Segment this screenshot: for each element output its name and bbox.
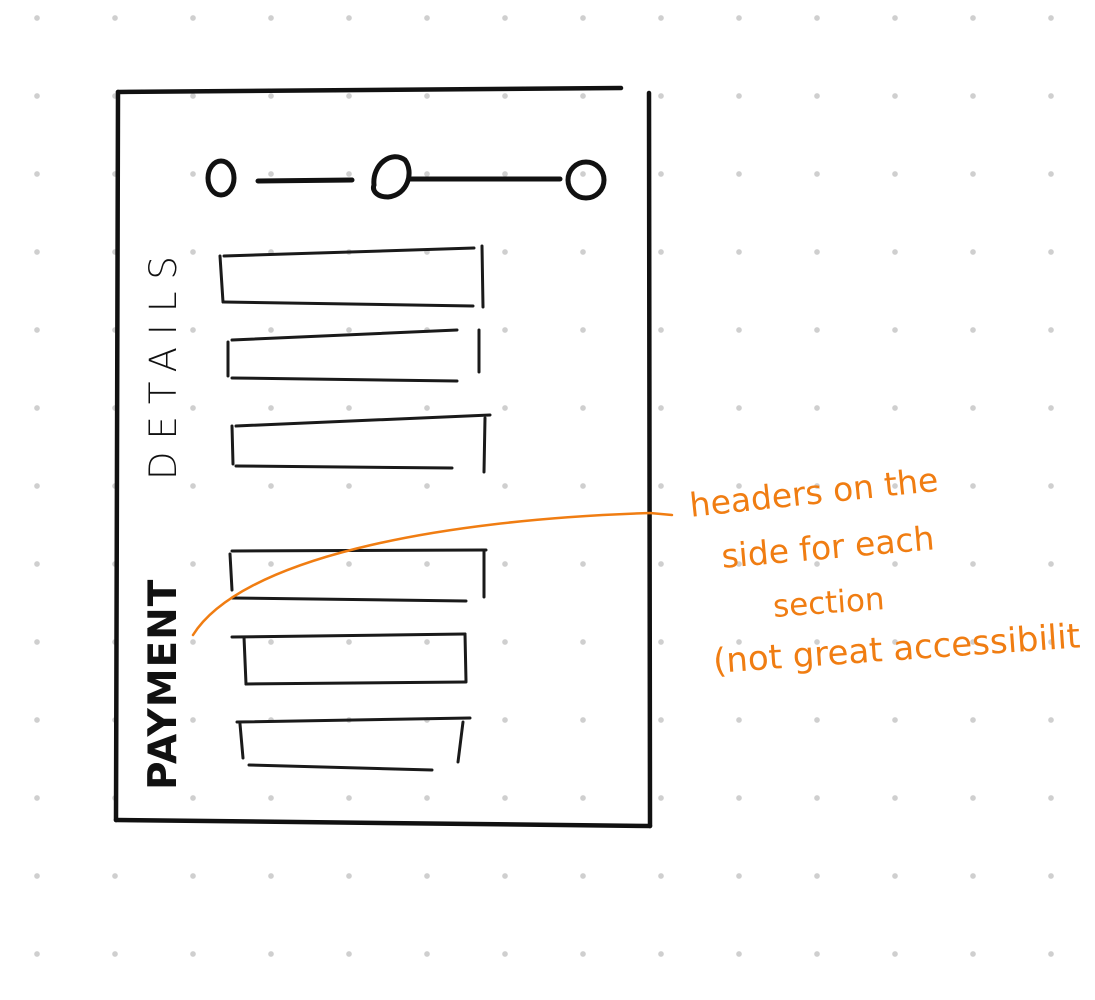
payment-field-2 <box>230 632 468 686</box>
step-circle-3 <box>565 159 607 201</box>
details-fields <box>218 244 492 474</box>
annotation-connector <box>191 511 674 637</box>
payment-field-3 <box>235 716 472 772</box>
payment-fields <box>228 548 488 772</box>
step-circle-1 <box>205 158 237 198</box>
step-circle-2 <box>371 154 412 200</box>
payment-section-label: PAYMENT <box>141 578 186 790</box>
details-field-1 <box>218 244 485 309</box>
details-field-3 <box>230 413 492 474</box>
details-field-2 <box>226 328 481 383</box>
annotation-line-3: section <box>771 581 886 625</box>
details-section-label: DETAILS <box>142 244 185 480</box>
phone-frame <box>113 85 653 829</box>
payment-field-1 <box>228 548 488 603</box>
progress-stepper <box>205 154 607 201</box>
step-connector-1 <box>255 177 355 184</box>
